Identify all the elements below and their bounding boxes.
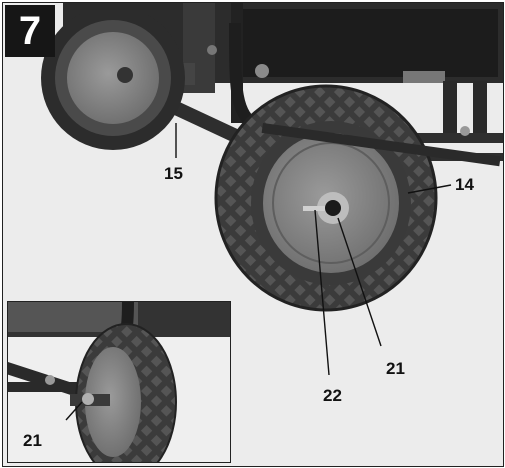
detail-inset: 21 <box>7 301 231 463</box>
wheel-assembly-photo <box>41 3 503 376</box>
callout-22: 22 <box>323 386 342 405</box>
axle-detail-photo <box>8 302 230 462</box>
figure-number-badge: 7 <box>5 5 55 57</box>
leader-lines <box>175 123 452 376</box>
rear-wheel <box>41 6 185 150</box>
callout-21-inset: 21 <box>23 431 42 450</box>
figure-number: 7 <box>18 8 42 53</box>
callout-21: 21 <box>386 359 405 378</box>
callout-14: 14 <box>455 175 474 194</box>
front-wheel <box>214 84 501 312</box>
callout-15: 15 <box>164 164 183 183</box>
